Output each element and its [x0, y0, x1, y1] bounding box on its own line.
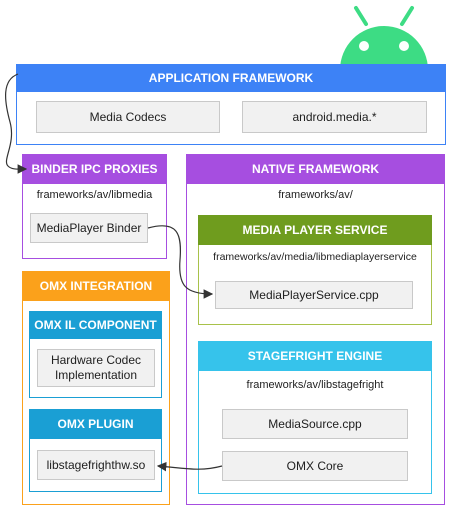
mediasource-cpp-box: MediaSource.cpp — [222, 409, 408, 439]
omx-il-component-header: OMX IL COMPONENT — [29, 311, 162, 339]
omx-plugin-title: OMX PLUGIN — [57, 417, 134, 431]
application-framework-header: APPLICATION FRAMEWORK — [16, 64, 446, 92]
stagefright-engine-header: STAGEFRIGHT ENGINE — [198, 341, 432, 371]
omx-plugin-header: OMX PLUGIN — [29, 409, 162, 439]
arrow-binder-to-mediaplayerservice — [147, 225, 214, 299]
application-framework-title: APPLICATION FRAMEWORK — [148, 71, 314, 85]
libstagefrighthw-label: libstagefrighthw.so — [46, 457, 146, 472]
binder-path-text: frameworks/av/libmedia — [36, 189, 153, 201]
native-path-text: frameworks/av/ — [278, 189, 353, 201]
libstagefrighthw-box: libstagefrighthw.so — [37, 450, 155, 480]
binder-ipc-title: BINDER IPC PROXIES — [31, 162, 158, 176]
arrow-omxcore-to-libstagefrighthw — [156, 461, 223, 472]
media-player-service-title: MEDIA PLAYER SERVICE — [242, 223, 388, 237]
mediaplayerservice-cpp-label: MediaPlayerService.cpp — [249, 287, 379, 302]
android-media-label: android.media.* — [292, 109, 377, 124]
mediaplayer-binder-label: MediaPlayer Binder — [36, 220, 142, 235]
omx-integration-header: OMX INTEGRATION — [22, 271, 170, 301]
native-path: frameworks/av/ — [186, 189, 445, 201]
hardware-codec-label: Hardware Codec Implementation — [50, 353, 142, 382]
omx-core-box: OMX Core — [222, 451, 408, 481]
android-media-box: android.media.* — [242, 101, 427, 133]
omx-core-label: OMX Core — [286, 458, 344, 473]
media-codecs-label: Media Codecs — [89, 109, 167, 124]
native-framework-title: NATIVE FRAMEWORK — [251, 162, 380, 176]
omx-integration-title: OMX INTEGRATION — [39, 279, 153, 293]
stagefright-path-text: frameworks/av/libstagefright — [246, 379, 384, 391]
stagefright-engine-title: STAGEFRIGHT ENGINE — [247, 349, 383, 363]
mediaplayer-binder-box: MediaPlayer Binder — [30, 213, 148, 243]
stagefright-path: frameworks/av/libstagefright — [198, 379, 432, 391]
hardware-codec-box: Hardware Codec Implementation — [37, 349, 155, 387]
mediaplayerservice-cpp-box: MediaPlayerService.cpp — [215, 281, 413, 309]
media-player-service-path-text: frameworks/av/media/libmediaplayerservic… — [213, 251, 417, 263]
binder-path: frameworks/av/libmedia — [22, 189, 167, 201]
mediasource-cpp-label: MediaSource.cpp — [268, 416, 362, 431]
media-codecs-box: Media Codecs — [36, 101, 220, 133]
media-player-service-path: frameworks/av/media/libmediaplayerservic… — [198, 251, 432, 263]
binder-ipc-header: BINDER IPC PROXIES — [22, 154, 167, 184]
native-framework-header: NATIVE FRAMEWORK — [186, 154, 445, 184]
media-player-service-header: MEDIA PLAYER SERVICE — [198, 215, 432, 245]
arrow-app-to-binder — [5, 73, 28, 174]
omx-il-component-title: OMX IL COMPONENT — [34, 318, 157, 332]
